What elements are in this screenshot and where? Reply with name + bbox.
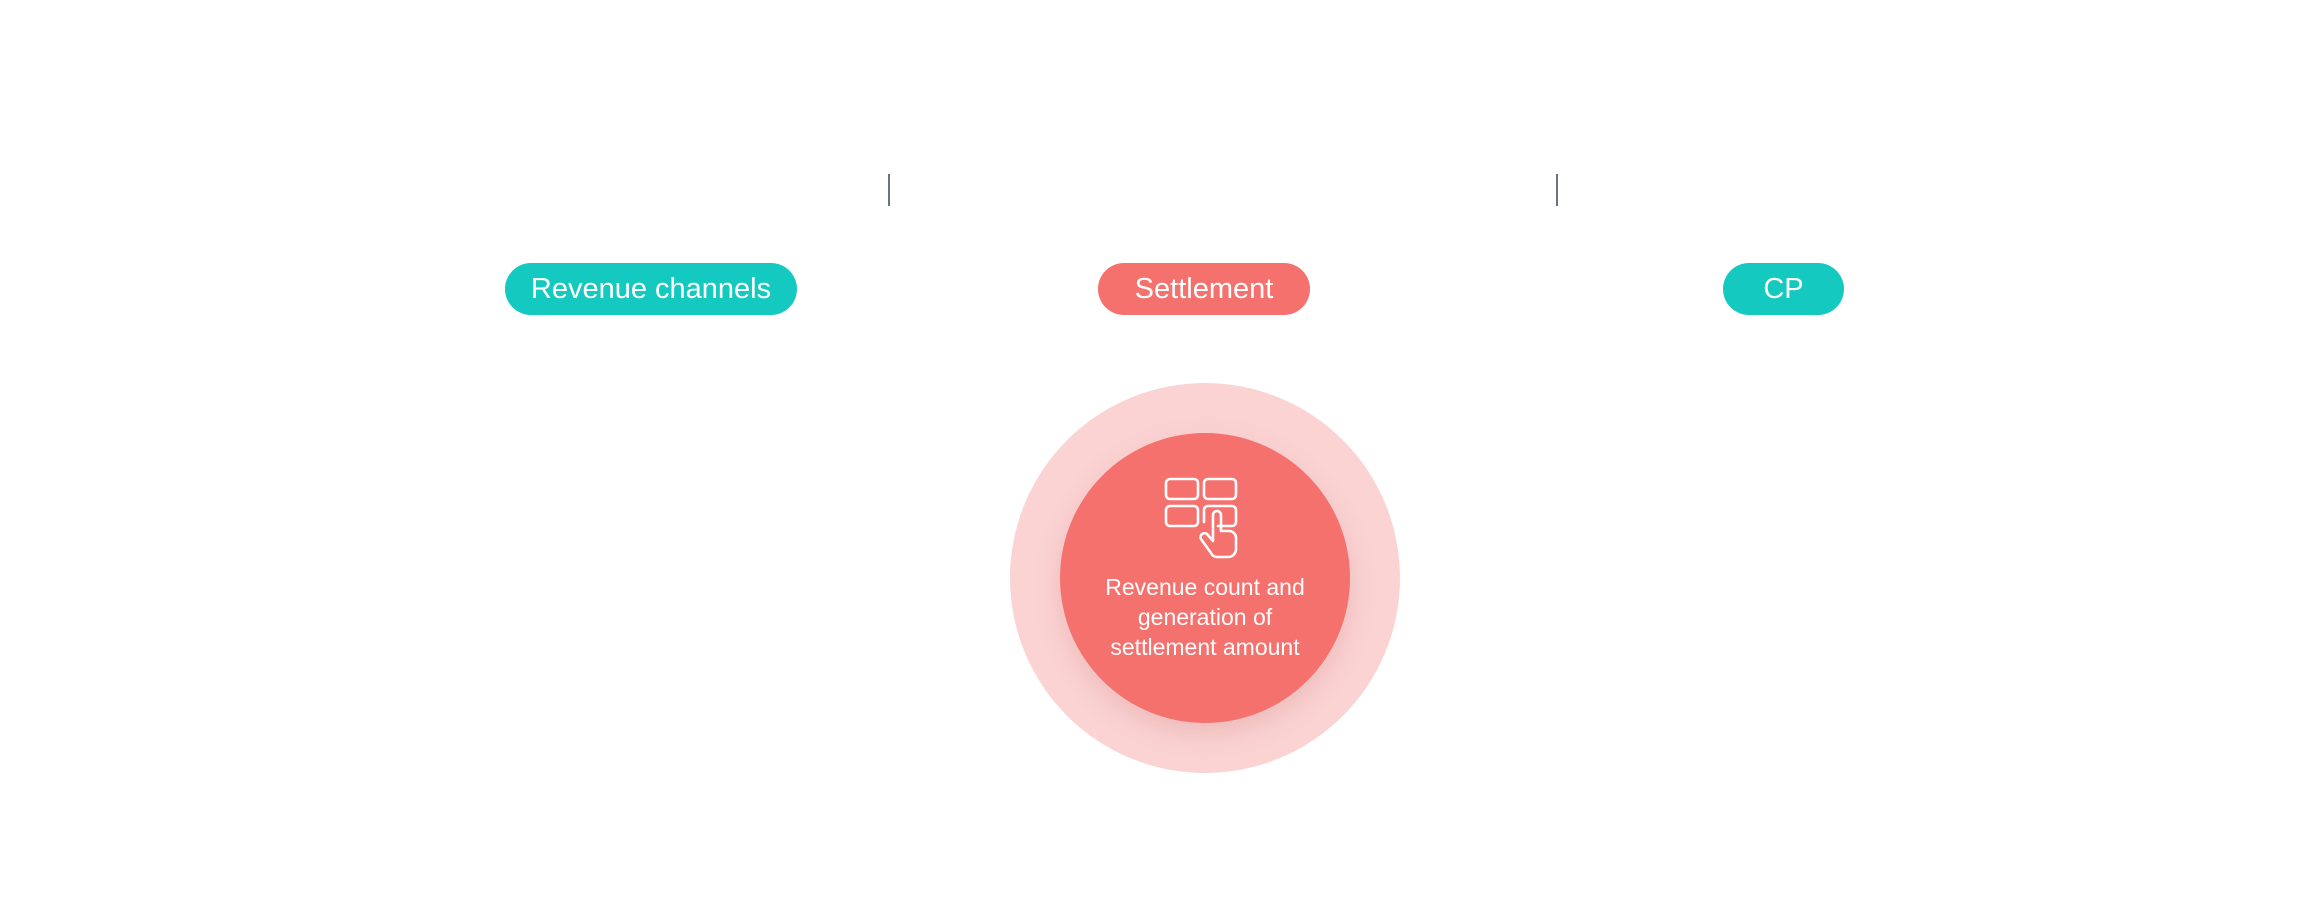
revenue-channels-pill: Revenue channels — [505, 263, 797, 315]
hub-description: Revenue count and generation of settleme… — [1105, 574, 1305, 660]
divider-left — [888, 174, 890, 206]
grid-tap-icon — [1164, 477, 1238, 559]
cp-pill: CP — [1723, 263, 1844, 315]
settlement-pill: Settlement — [1098, 263, 1310, 315]
divider-right — [1556, 174, 1558, 206]
